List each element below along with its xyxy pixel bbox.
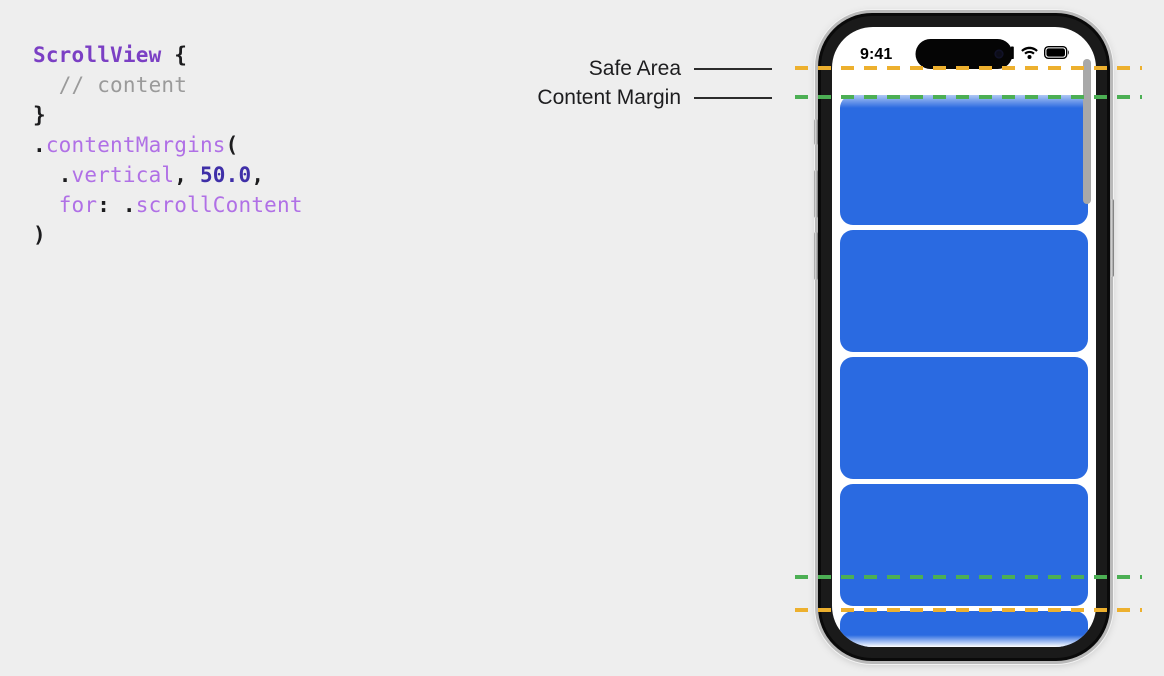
status-bar-time: 9:41 <box>860 46 893 63</box>
content-margin-guide-bottom <box>795 575 1142 579</box>
code-token: // content <box>58 73 188 97</box>
volume-down-button[interactable] <box>814 232 818 280</box>
scroll-card[interactable] <box>840 484 1088 606</box>
legend-content-margin: Content Margin <box>440 85 772 111</box>
code-token: scrollContent <box>135 193 303 217</box>
code-token: } <box>33 103 46 127</box>
code-line-7: ) <box>33 220 303 250</box>
code-token: for <box>58 193 98 217</box>
code-token: , <box>251 163 265 187</box>
code-token: : <box>97 193 123 217</box>
code-token: vertical <box>71 163 175 187</box>
code-token: contentMargins <box>45 133 226 157</box>
code-token <box>33 193 59 217</box>
code-token: , <box>174 163 200 187</box>
wifi-icon <box>1021 46 1038 64</box>
legend-safe-area-label: Safe Area <box>588 57 681 80</box>
scroll-card[interactable] <box>840 611 1088 647</box>
safe-area-guide-bottom <box>795 608 1142 612</box>
code-line-6: for: .scrollContent <box>33 190 303 220</box>
legend-content-margin-label: Content Margin <box>537 86 681 109</box>
vertical-scrollbar[interactable] <box>1083 59 1091 204</box>
scroll-content-stack <box>840 95 1088 647</box>
battery-icon <box>1043 45 1070 64</box>
code-token <box>33 73 59 97</box>
scroll-view[interactable] <box>832 27 1096 647</box>
safe-area-guide-top <box>795 66 1142 70</box>
code-token: { <box>174 43 188 67</box>
code-line-1: ScrollView { <box>33 40 303 70</box>
legend-safe-area: Safe Area <box>440 56 772 82</box>
code-token: 50.0 <box>199 163 252 187</box>
code-line-5: .vertical, 50.0, <box>33 160 303 190</box>
code-token: ) <box>33 223 46 247</box>
code-token: . <box>33 133 46 157</box>
power-button[interactable] <box>1110 199 1114 277</box>
phone-screen: 9:41 <box>832 27 1096 647</box>
silent-switch-button[interactable] <box>814 119 818 145</box>
code-token: ( <box>225 133 239 157</box>
code-token <box>33 163 59 187</box>
content-margin-guide-top <box>795 95 1142 99</box>
front-camera-icon <box>994 49 1004 59</box>
iphone-device-frame: 9:41 <box>814 13 1114 661</box>
volume-up-button[interactable] <box>814 170 818 218</box>
scroll-card[interactable] <box>840 230 1088 352</box>
code-snippet: ScrollView { // content}.contentMargins(… <box>33 40 303 250</box>
scroll-card[interactable] <box>840 357 1088 479</box>
code-line-2: // content <box>33 70 303 100</box>
code-token <box>161 43 174 67</box>
scroll-card[interactable] <box>840 95 1088 225</box>
code-line-4: .contentMargins( <box>33 130 303 160</box>
dynamic-island <box>915 39 1013 69</box>
code-token: . <box>122 193 136 217</box>
code-line-3: } <box>33 100 303 130</box>
legend-safe-area-leader-line <box>694 68 772 70</box>
legend-content-margin-leader-line <box>694 97 772 99</box>
code-token: . <box>58 163 72 187</box>
code-token: ScrollView <box>33 43 162 67</box>
